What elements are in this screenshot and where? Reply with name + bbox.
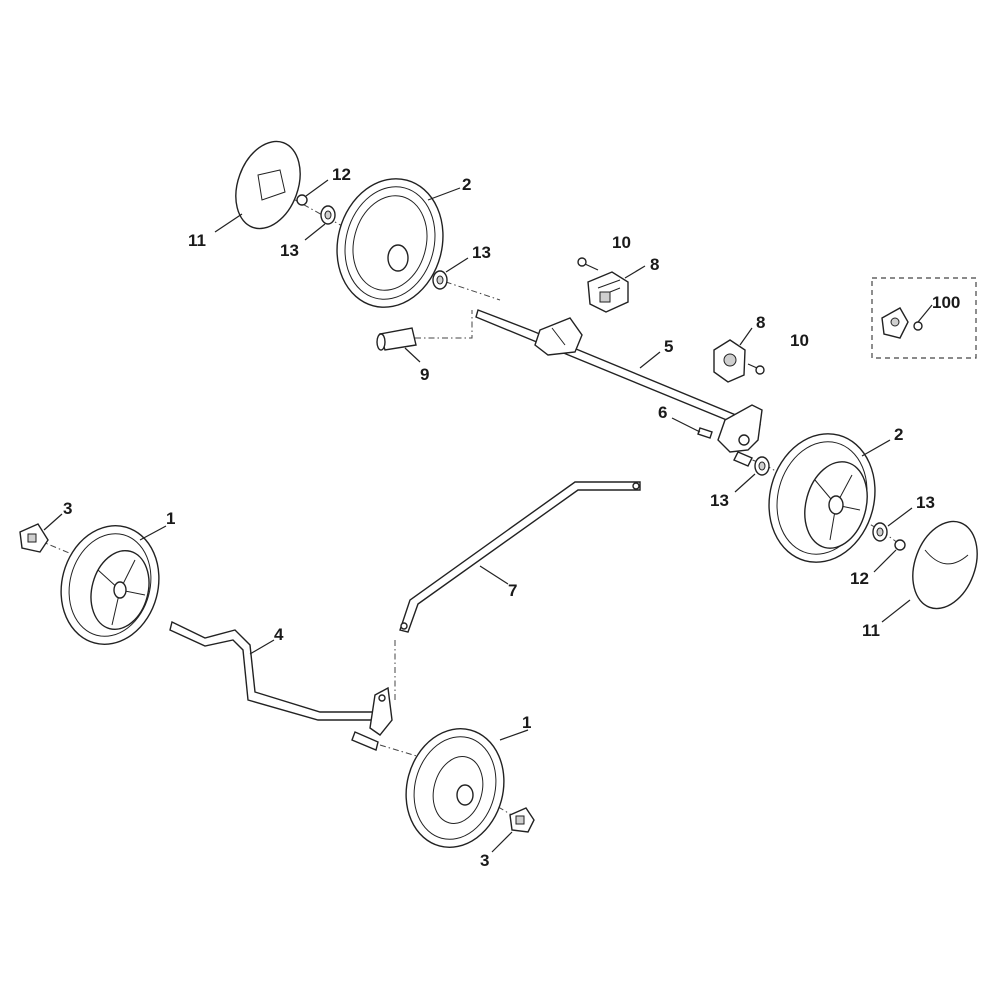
- callout-11-left: 11: [188, 231, 206, 250]
- bushing-part-13-left-inner: [432, 270, 448, 290]
- callout-5: 5: [664, 337, 673, 356]
- cover-clip-part-8-top: [587, 271, 629, 313]
- wheel-part-1-left: [60, 525, 160, 645]
- callout-12-right: 12: [850, 569, 869, 588]
- callout-9: 9: [420, 365, 429, 384]
- callout-4: 4: [274, 625, 284, 644]
- wheel-part-2-left: [336, 178, 444, 308]
- callout-6: 6: [658, 403, 667, 422]
- callout-13-right-inner: 13: [710, 491, 729, 510]
- wheel-cap-part-3-right: [509, 807, 535, 833]
- connecting-rod-part-7: [399, 481, 641, 633]
- callout-labels: 11 12 13 2 13 10 8 9 8 10 5 100 6 2 13 1…: [63, 165, 960, 870]
- callout-100: 100: [932, 293, 960, 312]
- callout-13-left-outer: 13: [280, 241, 299, 260]
- screw-part-10-top: [577, 257, 599, 271]
- callout-3-right: 3: [480, 851, 489, 870]
- callout-11-right: 11: [862, 621, 880, 640]
- screw-part-10-right: [747, 363, 765, 375]
- callout-2-right: 2: [894, 425, 903, 444]
- wheel-part-1-right: [405, 728, 505, 848]
- callout-1-right: 1: [522, 713, 531, 732]
- callout-2-left: 2: [462, 175, 471, 194]
- callout-3-left: 3: [63, 499, 72, 518]
- hub-cap-part-11-left: [235, 140, 301, 230]
- height-lever-part-6: [697, 404, 763, 467]
- callout-8-top: 8: [650, 255, 659, 274]
- callout-13-left-inner: 13: [472, 243, 491, 262]
- callout-7: 7: [508, 581, 517, 600]
- bushing-part-13-left-outer: [320, 205, 336, 225]
- callout-10-top: 10: [612, 233, 631, 252]
- callout-12-left: 12: [332, 165, 351, 184]
- leader-lines: [43, 179, 933, 853]
- wheel-part-2-right: [768, 433, 876, 563]
- grip-sleeve-part-9: [376, 327, 417, 351]
- callout-1-left: 1: [166, 509, 175, 528]
- detail-box-part-100: [871, 277, 977, 359]
- callout-13-right-outer: 13: [916, 493, 935, 512]
- wheel-cap-part-3-left: [19, 523, 49, 553]
- nut-part-12-left: [296, 194, 308, 206]
- bushing-part-13-right-outer: [872, 522, 888, 542]
- callout-10-right: 10: [790, 331, 809, 350]
- hub-cap-part-11-right: [912, 520, 978, 610]
- bushing-part-13-right-inner: [754, 456, 770, 476]
- front-axle-part-4: [169, 620, 393, 751]
- callout-8-right: 8: [756, 313, 765, 332]
- nut-part-12-right: [894, 539, 906, 551]
- cover-clip-part-8-right: [713, 339, 746, 383]
